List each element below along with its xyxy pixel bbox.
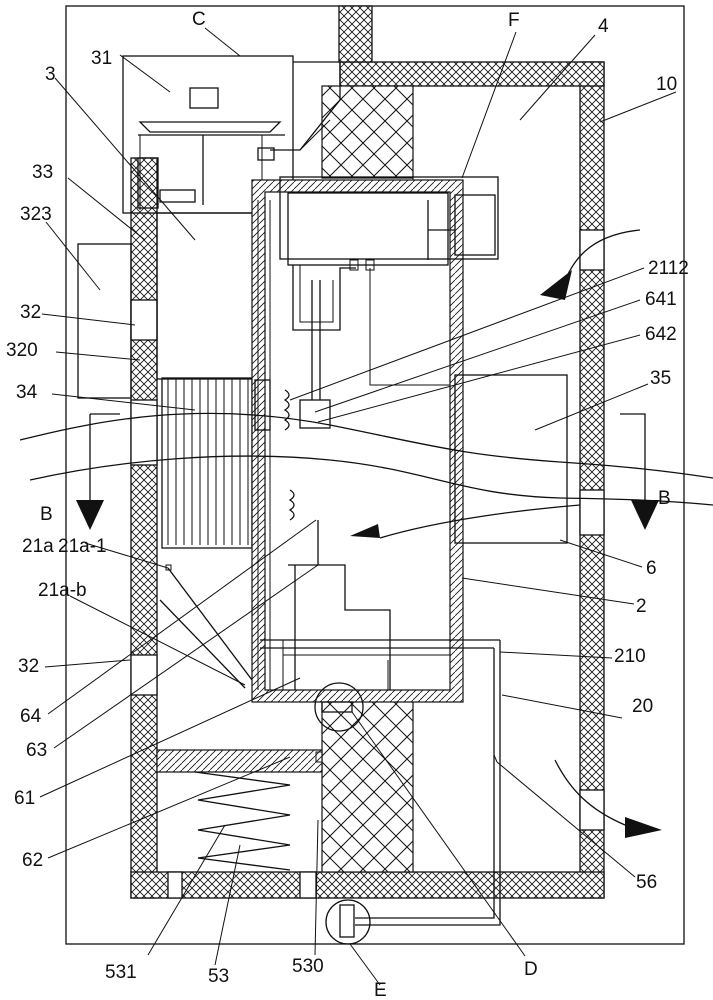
filter-34 <box>161 377 253 549</box>
section-arrows <box>76 413 659 530</box>
label-F: F <box>508 10 520 31</box>
label-4: 4 <box>598 16 609 37</box>
label-2: 2 <box>636 596 647 617</box>
label-320: 320 <box>6 340 38 361</box>
label-B-left: B <box>40 504 53 525</box>
flow-arrows <box>350 229 662 838</box>
label-323: 323 <box>20 204 52 225</box>
label-C: C <box>192 9 206 30</box>
reference-labels: C 31 3 F 4 10 33 323 2112 641 32 642 320… <box>6 9 689 1000</box>
label-2112: 2112 <box>648 258 689 279</box>
pipe-to-E <box>355 640 501 926</box>
label-642: 642 <box>645 324 677 345</box>
label-20: 20 <box>632 696 653 717</box>
label-B-right: B <box>658 488 671 509</box>
lower-cross-hatched-block <box>321 699 414 873</box>
label-530: 530 <box>292 956 324 977</box>
label-53: 53 <box>208 966 229 987</box>
upper-cross-hatched-block <box>321 85 414 179</box>
label-63: 63 <box>26 740 47 761</box>
side-panel-323 <box>77 243 132 399</box>
label-D: D <box>524 959 538 980</box>
label-62: 62 <box>22 850 43 871</box>
label-21a: 21a <box>22 536 54 557</box>
detail-circle-D <box>314 682 364 732</box>
label-210: 210 <box>614 646 646 667</box>
central-box-2 <box>251 179 464 703</box>
label-3: 3 <box>45 64 56 85</box>
label-21a-b: 21a-b <box>38 580 87 601</box>
plates-21a <box>159 564 253 689</box>
label-10: 10 <box>656 74 677 95</box>
label-641: 641 <box>645 289 677 310</box>
label-34: 34 <box>16 382 38 403</box>
label-35: 35 <box>650 368 671 389</box>
leader-lines <box>39 27 677 986</box>
label-E: E <box>374 980 387 1000</box>
section-break-line <box>19 412 713 506</box>
chamber-3 <box>156 212 256 380</box>
label-32-lower: 32 <box>18 656 39 677</box>
outer-casing <box>65 5 685 945</box>
label-64: 64 <box>20 706 42 727</box>
spring-chamber <box>156 749 323 871</box>
label-61: 61 <box>14 788 35 809</box>
label-31: 31 <box>91 48 112 69</box>
label-21a-1: 21a-1 <box>58 536 107 557</box>
internal-mechanism <box>254 200 568 690</box>
label-32-upper: 32 <box>20 302 41 323</box>
label-56: 56 <box>636 872 657 893</box>
label-531: 531 <box>105 962 137 983</box>
label-6: 6 <box>646 558 657 579</box>
label-33: 33 <box>32 162 53 183</box>
box-F <box>279 176 499 271</box>
detail-circle-E <box>325 899 371 945</box>
